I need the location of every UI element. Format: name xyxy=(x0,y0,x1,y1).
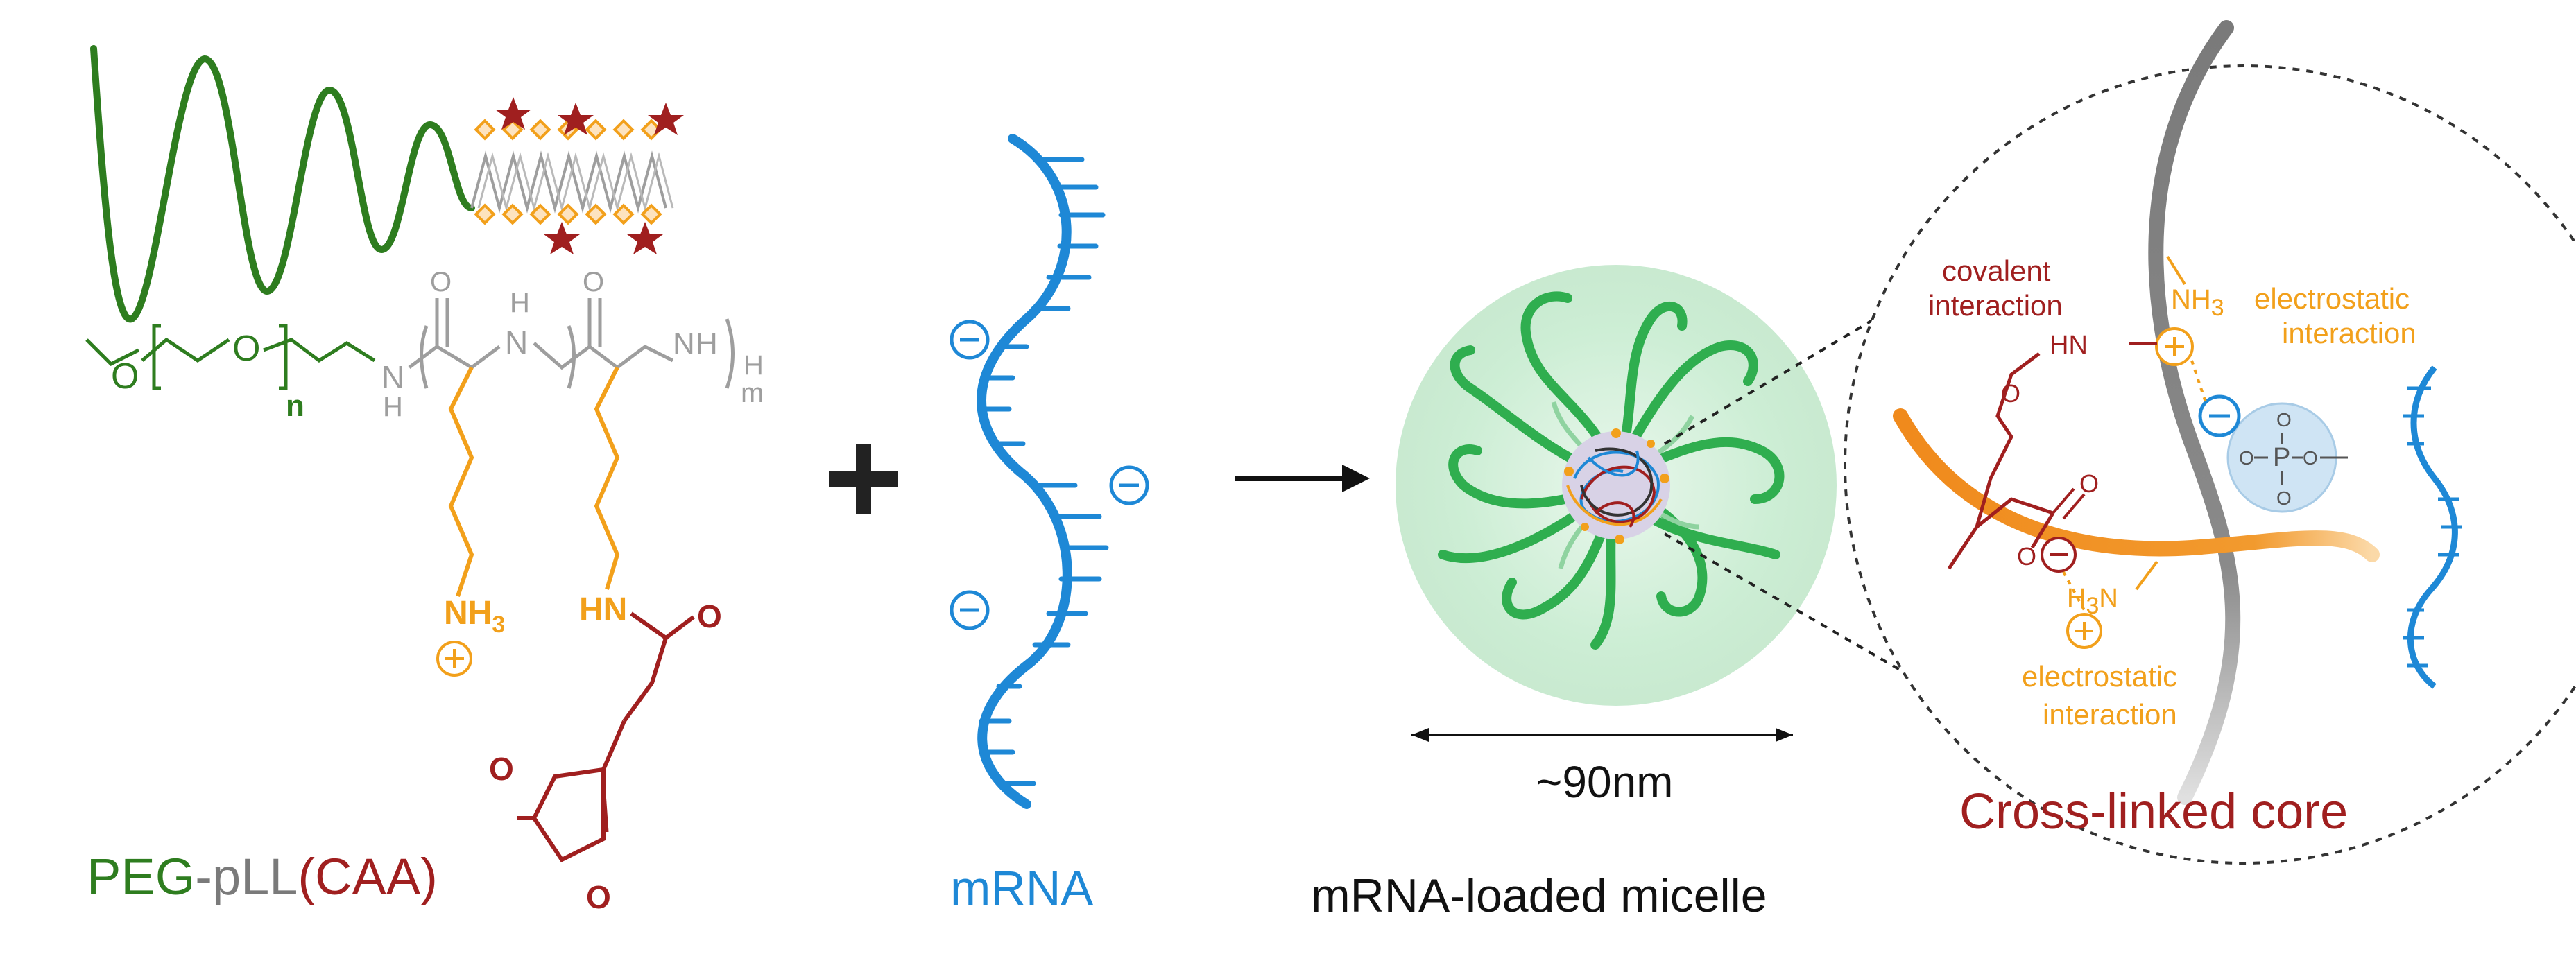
chem-nh-1: N xyxy=(381,359,404,395)
chem-nh-3: N xyxy=(673,327,695,361)
grey-polymer-backbone xyxy=(2148,20,2241,805)
chem-m-subscript: m xyxy=(741,378,764,408)
mrna-panel: mRNA xyxy=(950,134,1149,915)
phosphate-group: P O O O O xyxy=(2198,394,2348,513)
chem-n-subscript: n xyxy=(286,389,304,423)
chem-o-1: O xyxy=(111,356,139,397)
electrostatic-top-line-1: electrostatic xyxy=(2254,282,2410,315)
polymer-label: PEG-pLL(CAA) xyxy=(87,848,438,905)
mrna-bases xyxy=(979,157,1109,786)
mrna-label: mRNA xyxy=(950,861,1093,915)
zoom-mrna xyxy=(2403,365,2462,689)
chem-h-3: H xyxy=(744,350,764,381)
pll-backbone-cartoon xyxy=(470,97,684,254)
chem-h-2: H xyxy=(510,288,530,318)
chem-phosphate-o-1: O xyxy=(2276,409,2292,431)
reaction-arrow xyxy=(1235,465,1370,492)
mrna-strand xyxy=(977,134,1072,809)
zoom-h3n-label: H3N xyxy=(2067,584,2118,619)
chem-o-caa-1: O xyxy=(697,598,722,634)
chem-o-2: O xyxy=(232,329,260,369)
covalent-line-1: covalent xyxy=(1942,254,2051,287)
polymer-panel: O O n N H O H N O N H xyxy=(85,45,764,915)
chem-nh3-label: NH3 xyxy=(444,595,505,638)
zoom-nh3-label: NH3 xyxy=(2171,284,2224,321)
peg-pll-caa-structure: O O n N H O H N O N H xyxy=(85,267,764,915)
peg-chain-cartoon xyxy=(90,45,475,323)
micelle-panel: ~90nm mRNA-loaded micelle xyxy=(1311,265,1837,922)
chem-phosphate-o-3: O xyxy=(2239,447,2254,469)
chem-o-caa-2: O xyxy=(489,751,514,787)
positive-charge-lysine xyxy=(436,641,472,677)
size-label: ~90nm xyxy=(1536,757,1673,807)
zoom-o-2: O xyxy=(2079,469,2099,498)
mrna-negative-charges xyxy=(950,320,1149,630)
chem-o-3: O xyxy=(430,267,452,297)
core-zoom-panel: P O O O O NH3 electrostatic interaction … xyxy=(1844,20,2576,865)
zoom-o-3: O xyxy=(2017,542,2036,571)
caa-star-markers xyxy=(495,97,684,254)
chem-p: P xyxy=(2273,443,2290,472)
micelle-label: mRNA-loaded micelle xyxy=(1311,869,1767,922)
electrostatic-bottom-line-2: interaction xyxy=(2043,698,2177,731)
zoom-lines xyxy=(1663,290,1978,715)
chem-o-caa-3: O xyxy=(586,879,611,915)
chem-nh-3-h: H xyxy=(696,327,718,361)
chem-phosphate-o-2: O xyxy=(2276,487,2292,509)
zoom-o-1: O xyxy=(2001,379,2020,408)
orange-polymer-backbone xyxy=(1893,408,2380,562)
covalent-line-2: interaction xyxy=(1928,289,2063,322)
plus-sign xyxy=(829,444,898,514)
chem-phosphate-o-4: O xyxy=(2303,447,2318,469)
chem-nh-2: N xyxy=(505,324,528,361)
core-title: Cross-linked core xyxy=(1959,784,2348,840)
chem-h-1: H xyxy=(383,392,403,422)
chem-o-4: O xyxy=(583,267,604,297)
electrostatic-top-line-2: interaction xyxy=(2282,317,2416,349)
chem-hn-label: HN xyxy=(579,591,627,628)
zoom-hn-label: HN xyxy=(2050,331,2088,360)
zoom-circle xyxy=(1844,64,2576,865)
micelle-core xyxy=(1562,428,1670,544)
electrostatic-bottom-line-1: electrostatic xyxy=(2022,660,2177,693)
size-scale-bar xyxy=(1411,728,1793,742)
